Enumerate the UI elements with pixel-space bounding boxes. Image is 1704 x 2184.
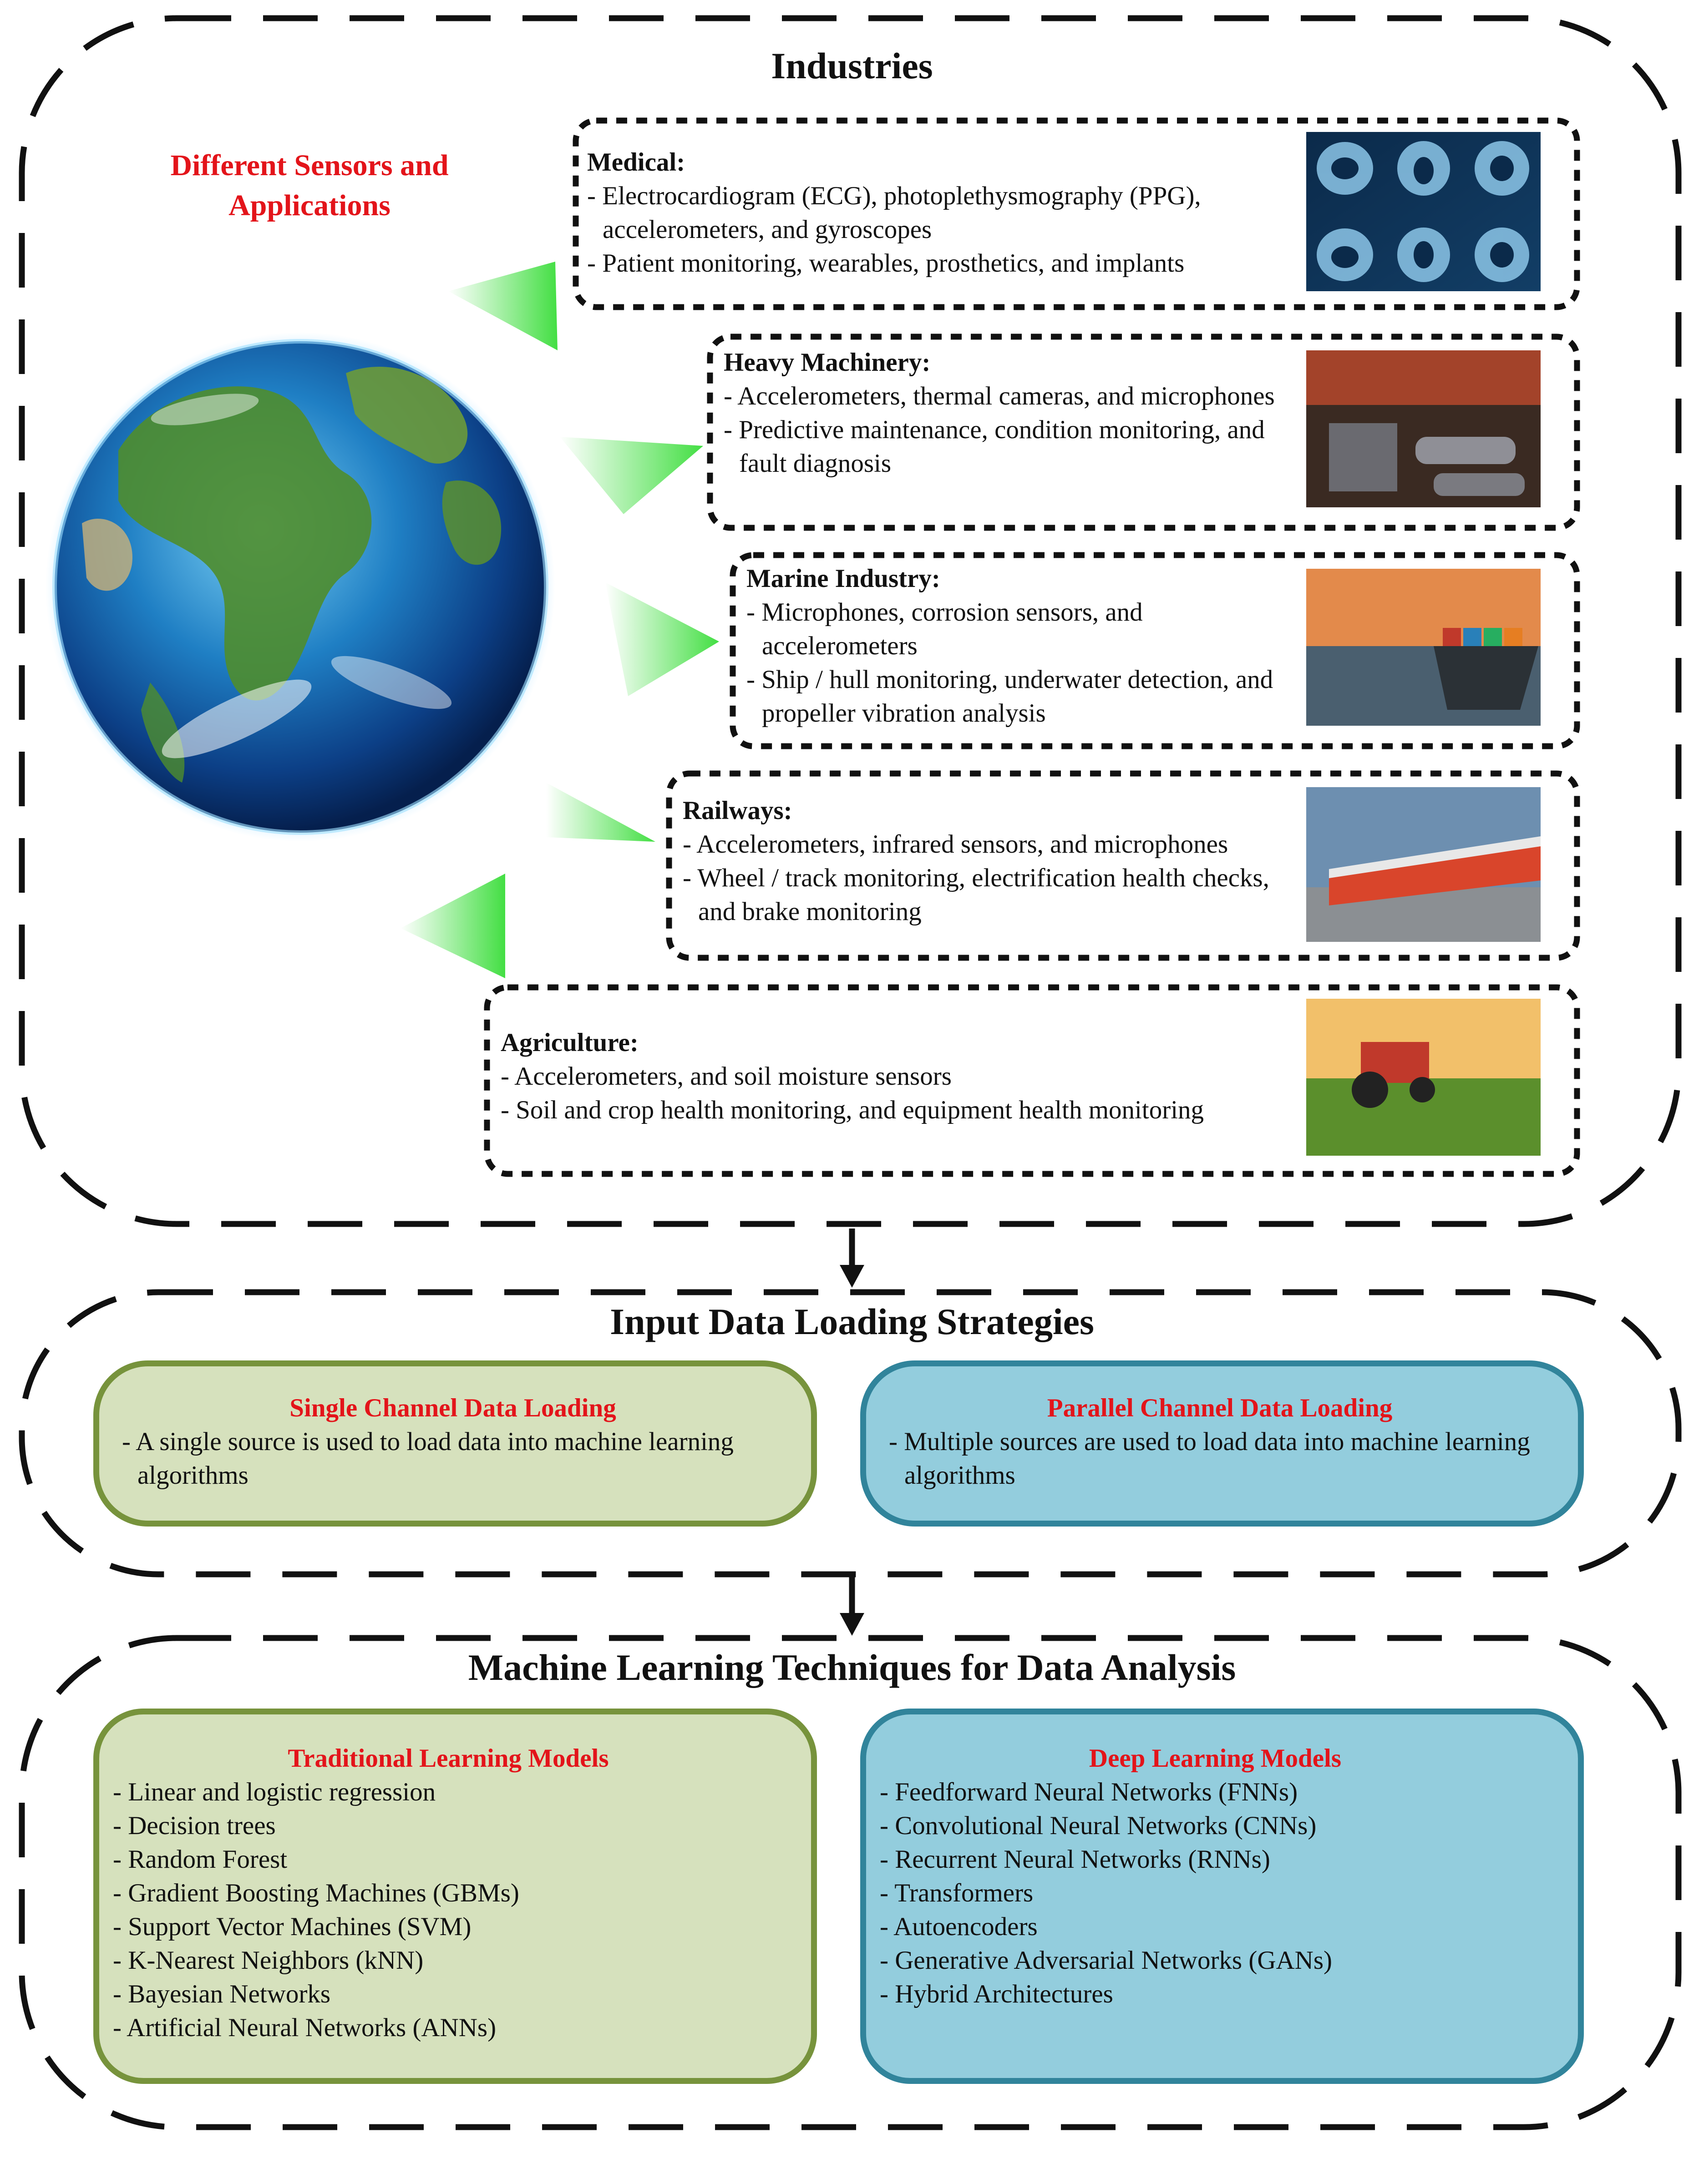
deep-item: - Hybrid Architectures bbox=[880, 1980, 1113, 2008]
medical-text: Medical: - Electrocardiogram (ECG), phot… bbox=[587, 146, 1297, 280]
traditional-models-heading: Traditional Learning Models bbox=[288, 1744, 609, 1773]
deep-models-box: Deep Learning Models - Feedforward Neura… bbox=[860, 1709, 1584, 2084]
industries-container bbox=[19, 15, 1682, 1227]
deep-item: - Generative Adversarial Networks (GANs) bbox=[880, 1946, 1332, 1975]
traditional-item: - Decision trees bbox=[113, 1811, 276, 1840]
traditional-item: - Random Forest bbox=[113, 1845, 288, 1874]
parallel-channel-desc: - Multiple sources are used to load data… bbox=[889, 1427, 1530, 1490]
heavy-machinery-heading: Heavy Machinery: bbox=[724, 348, 931, 377]
marine-sensors: - Microphones, corrosion sensors, and ac… bbox=[746, 598, 1143, 660]
medical-image bbox=[1306, 132, 1541, 291]
railways-sensors: - Accelerometers, infrared sensors, and … bbox=[683, 830, 1228, 859]
railways-heading: Railways: bbox=[683, 796, 792, 825]
medical-sensors: - Electrocardiogram (ECG), photoplethysm… bbox=[587, 182, 1201, 244]
beam-marine bbox=[605, 582, 719, 696]
traditional-item: - Bayesian Networks bbox=[113, 1980, 331, 2008]
agriculture-text: Agriculture: - Accelerometers, and soil … bbox=[501, 1026, 1297, 1127]
ml-container bbox=[19, 1635, 1682, 2130]
medical-applications: - Patient monitoring, wearables, prosthe… bbox=[587, 249, 1185, 278]
marine-text: Marine Industry: - Microphones, corrosio… bbox=[746, 562, 1293, 730]
industries-title: Industries bbox=[771, 45, 933, 86]
earth-globe bbox=[46, 332, 555, 842]
marine-heading: Marine Industry: bbox=[746, 564, 940, 593]
heavy-machinery-text: Heavy Machinery: - Accelerometers, therm… bbox=[724, 346, 1293, 480]
ml-title: Machine Learning Techniques for Data Ana… bbox=[468, 1647, 1236, 1688]
railways-text: Railways: - Accelerometers, infrared sen… bbox=[683, 794, 1293, 929]
loading-container bbox=[19, 1289, 1682, 1577]
agriculture-sensors: - Accelerometers, and soil moisture sens… bbox=[501, 1062, 952, 1091]
traditional-item: - Linear and logistic regression bbox=[113, 1778, 436, 1806]
heavy-machinery-image bbox=[1306, 350, 1541, 507]
traditional-item: - K-Nearest Neighbors (kNN) bbox=[113, 1946, 424, 1975]
single-channel-box: Single Channel Data Loading - A single s… bbox=[93, 1360, 817, 1527]
agriculture-applications: - Soil and crop health monitoring, and e… bbox=[501, 1096, 1204, 1124]
single-channel-heading: Single Channel Data Loading bbox=[289, 1394, 616, 1422]
industries-subtitle: Different Sensors and Applications bbox=[170, 149, 449, 222]
heavy-machinery-applications: - Predictive maintenance, condition moni… bbox=[724, 415, 1265, 478]
beam-railways bbox=[546, 783, 655, 842]
deep-item: - Convolutional Neural Networks (CNNs) bbox=[880, 1811, 1317, 1840]
railways-image bbox=[1306, 787, 1541, 942]
traditional-models-box: Traditional Learning Models - Linear and… bbox=[93, 1709, 817, 2084]
arrow-loading-to-ml bbox=[840, 1577, 864, 1636]
marine-box bbox=[730, 552, 1580, 749]
marine-applications: - Ship / hull monitoring, underwater det… bbox=[746, 665, 1273, 728]
beam-medical bbox=[448, 262, 558, 350]
deep-item: - Autoencoders bbox=[880, 1912, 1038, 1941]
deep-item: - Transformers bbox=[880, 1879, 1034, 1907]
deep-item: - Feedforward Neural Networks (FNNs) bbox=[880, 1778, 1298, 1806]
agriculture-heading: Agriculture: bbox=[501, 1028, 639, 1057]
marine-image bbox=[1306, 569, 1541, 726]
heavy-machinery-sensors: - Accelerometers, thermal cameras, and m… bbox=[724, 382, 1275, 410]
railways-box bbox=[666, 770, 1580, 961]
traditional-item: - Artificial Neural Networks (ANNs) bbox=[113, 2013, 497, 2042]
parallel-channel-heading: Parallel Channel Data Loading bbox=[1047, 1394, 1393, 1422]
deep-item: - Recurrent Neural Networks (RNNs) bbox=[880, 1845, 1270, 1874]
medical-heading: Medical: bbox=[587, 148, 685, 177]
agriculture-image bbox=[1306, 999, 1541, 1156]
single-channel-desc: - A single source is used to load data i… bbox=[122, 1427, 734, 1490]
beam-agriculture bbox=[401, 874, 505, 978]
railways-applications: - Wheel / track monitoring, electrificat… bbox=[683, 864, 1269, 926]
traditional-item: - Support Vector Machines (SVM) bbox=[113, 1912, 472, 1941]
arrow-industries-to-loading bbox=[840, 1228, 864, 1288]
traditional-item: - Gradient Boosting Machines (GBMs) bbox=[113, 1879, 519, 1907]
deep-models-heading: Deep Learning Models bbox=[1089, 1744, 1342, 1773]
medical-box bbox=[573, 117, 1580, 310]
loading-title: Input Data Loading Strategies bbox=[610, 1301, 1094, 1342]
agriculture-box bbox=[484, 984, 1580, 1177]
beam-heavy bbox=[560, 437, 703, 514]
parallel-channel-box: Parallel Channel Data Loading - Multiple… bbox=[860, 1360, 1584, 1527]
